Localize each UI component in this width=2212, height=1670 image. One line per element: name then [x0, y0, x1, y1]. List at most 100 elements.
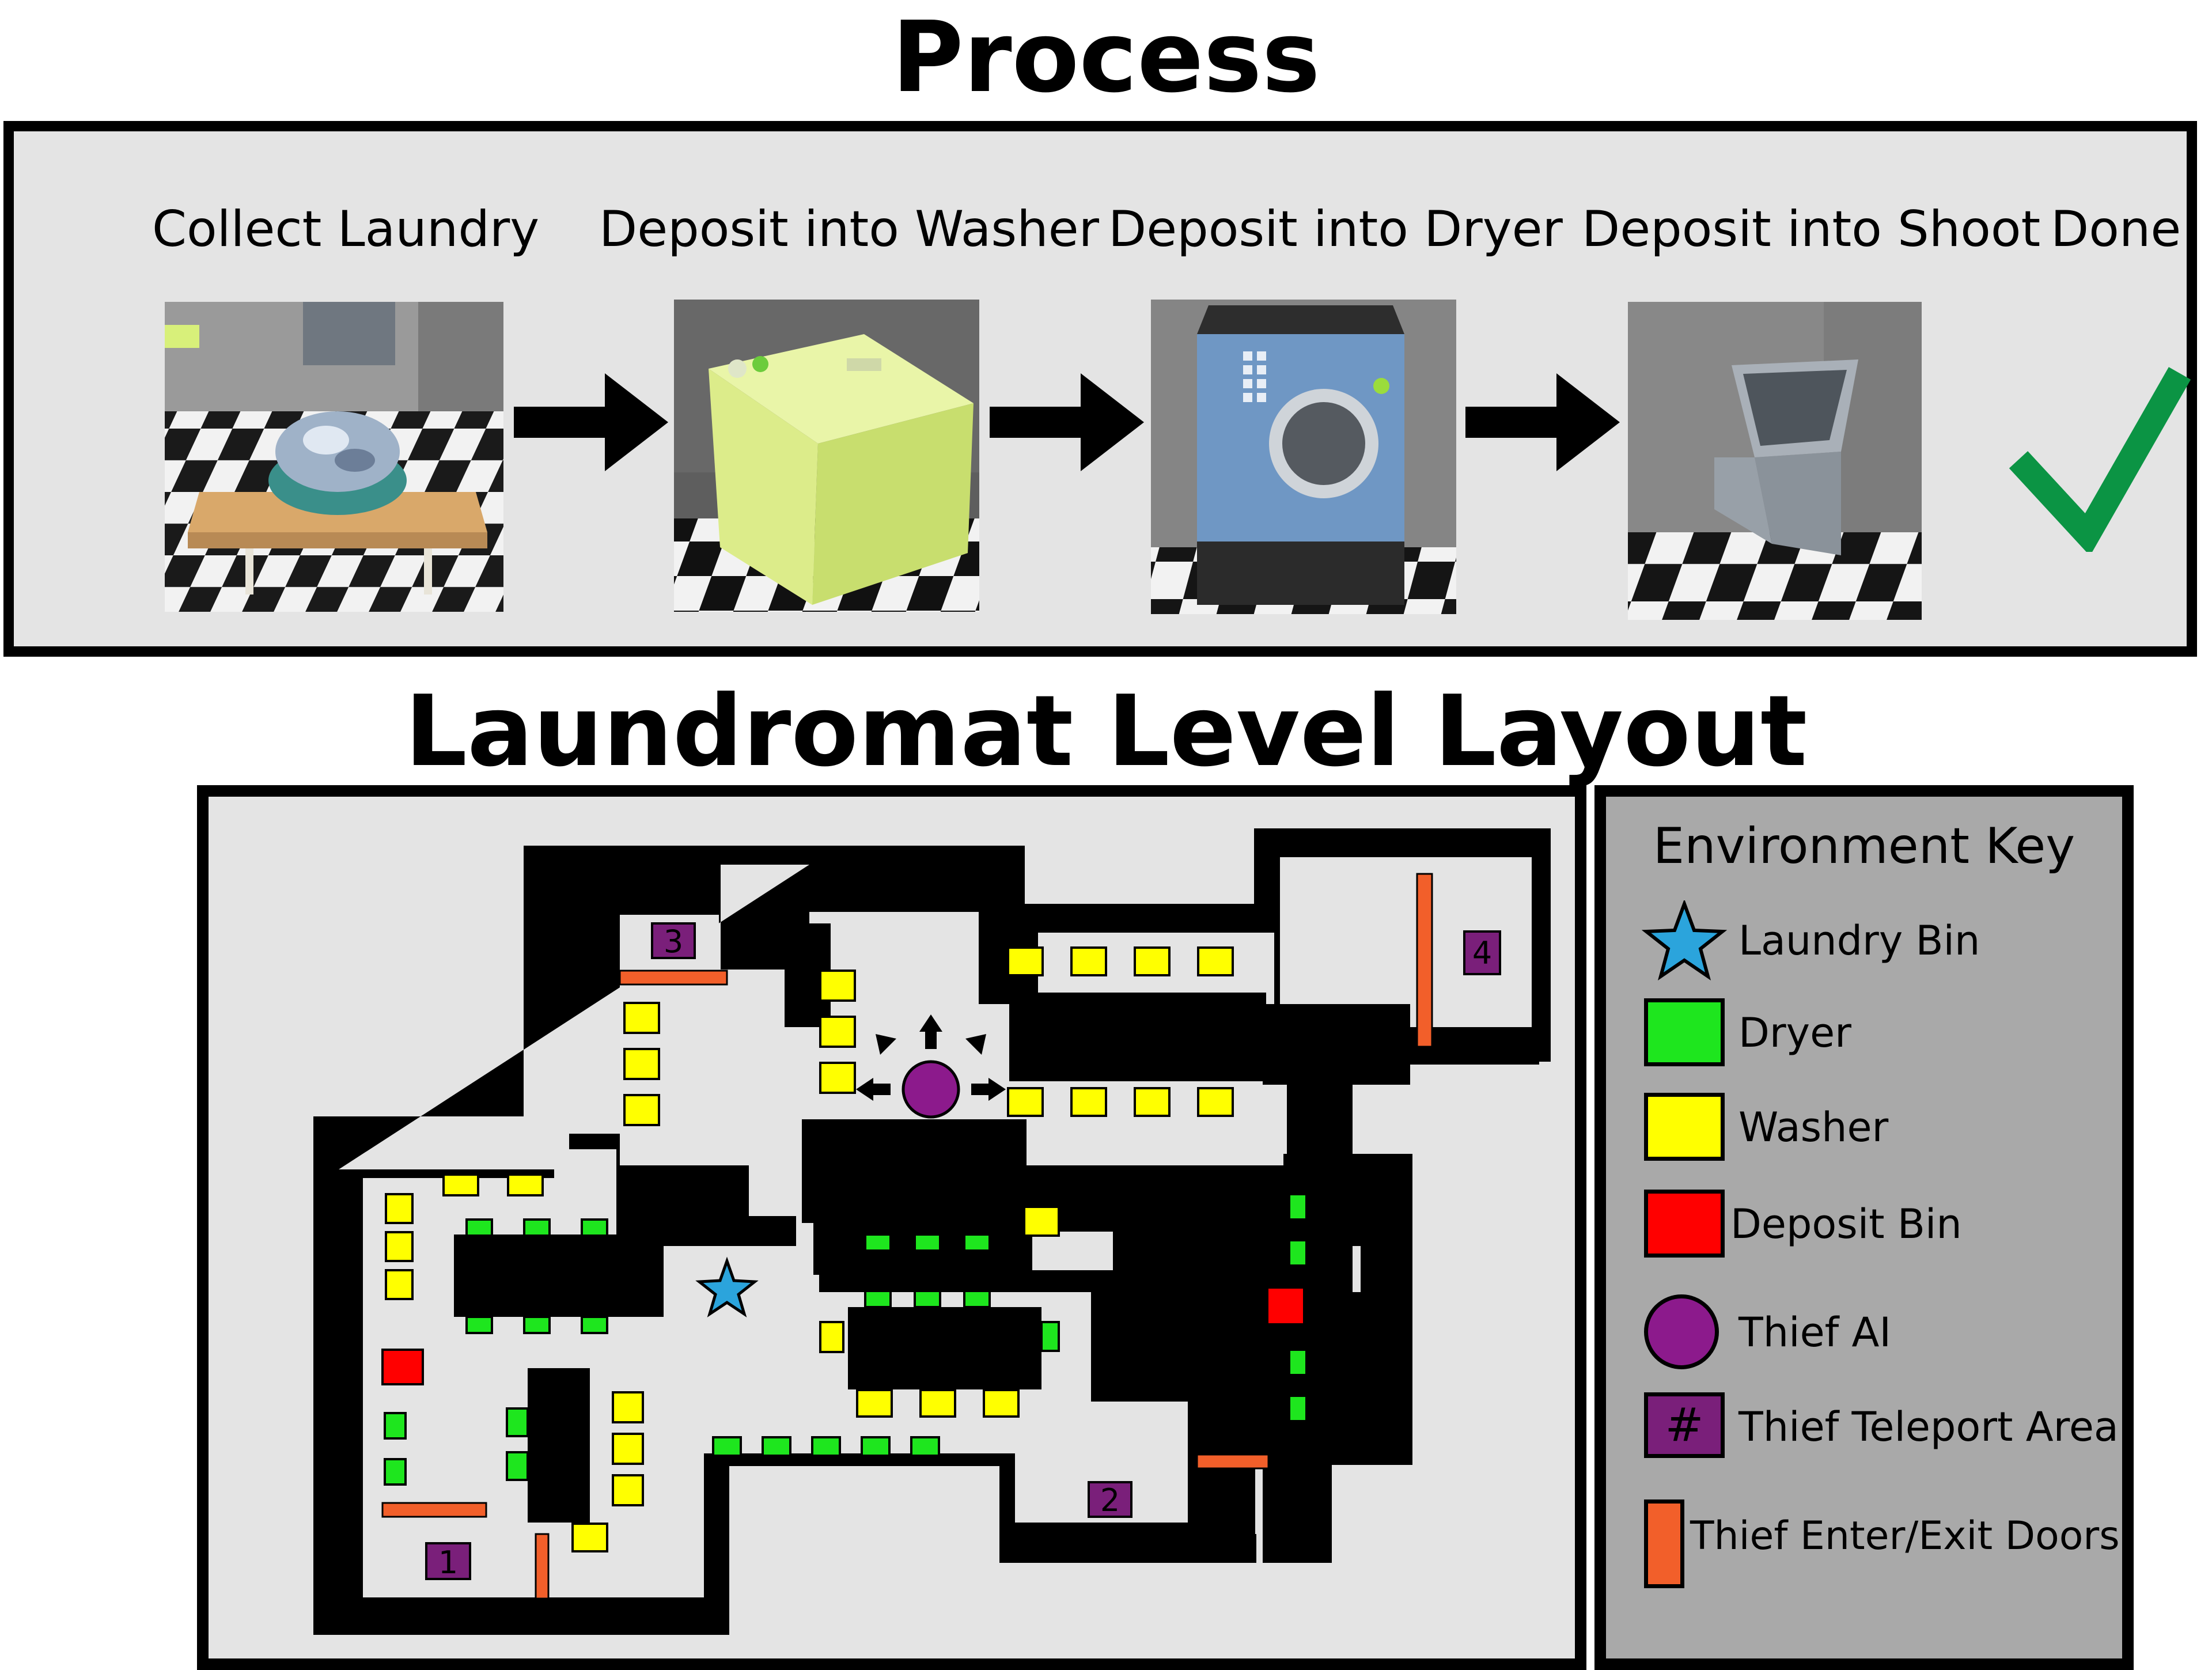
washer: [1023, 1206, 1060, 1237]
washer: [623, 1094, 660, 1126]
thief-door: [1196, 1453, 1270, 1470]
washer: [612, 1433, 644, 1465]
key-item-laundry-bin: Laundry Bin: [1606, 900, 2122, 981]
key-item-thief-ai: Thief AI: [1606, 1292, 2122, 1373]
right-arrow-icon: [1465, 373, 1620, 471]
washer: [623, 1002, 660, 1034]
dryer: [1288, 1349, 1308, 1376]
laundry-chute-image: [1628, 302, 1922, 620]
dryer: [465, 1218, 493, 1237]
key-label-teleport: Thief Teleport Area: [1738, 1403, 2119, 1451]
dryer: [1288, 1193, 1308, 1221]
key-item-washer: Washer: [1606, 1087, 2122, 1168]
washer: [385, 1231, 414, 1262]
step-label-dryer: Deposit into Dryer: [1108, 200, 1563, 258]
environment-key: Environment Key Laundry Bin Dryer Washer…: [1594, 785, 2134, 1670]
level-map: 3 4 2 1: [197, 785, 1586, 1670]
teleport-area-1: [425, 1542, 471, 1580]
dryer: [910, 1436, 940, 1457]
dryer: [861, 1436, 891, 1457]
checkmark-icon: [2009, 367, 2191, 552]
washer: [571, 1523, 608, 1552]
washer: [819, 970, 856, 1002]
key-item-deposit-bin: Deposit Bin: [1606, 1184, 2122, 1264]
dryer: [1288, 1239, 1308, 1267]
washer: [442, 1173, 479, 1196]
table: [454, 1234, 664, 1317]
dryer: [914, 1233, 941, 1252]
yellow-square-icon: [1644, 1093, 1725, 1161]
dryer: [1288, 1395, 1308, 1422]
teleport-label-1: 1: [438, 1544, 458, 1581]
layout-title: Laundromat Level Layout: [404, 675, 1808, 789]
washer: [1007, 1087, 1044, 1117]
washer: [1134, 946, 1171, 976]
table: [528, 1368, 590, 1523]
table: [1009, 993, 1266, 1081]
right-arrow-icon: [990, 373, 1144, 471]
deposit-bin: [1266, 1286, 1305, 1326]
key-item-doors: Thief Enter/Exit Doors: [1606, 1488, 2122, 1588]
washer: [819, 1016, 856, 1048]
right-arrow-icon: [514, 373, 668, 471]
washer: [983, 1389, 1020, 1418]
laundry-basket-image: [165, 302, 503, 612]
step-label-done: Done: [2051, 200, 2181, 258]
dryer: [963, 1233, 991, 1252]
thief-ai: [856, 1014, 1006, 1164]
dryer: [523, 1218, 551, 1237]
star-icon: [1641, 900, 1728, 981]
key-item-teleport: # Thief Teleport Area: [1606, 1387, 2122, 1467]
step-label-shoot: Deposit into Shoot: [1582, 200, 2041, 258]
washer: [1134, 1087, 1171, 1117]
table: [848, 1307, 1041, 1389]
dryer: [581, 1316, 608, 1334]
key-label-deposit-bin: Deposit Bin: [1730, 1201, 1962, 1248]
teleport-area-3: [651, 922, 696, 959]
dryer: [581, 1218, 608, 1237]
washer: [856, 1389, 893, 1418]
dryer: [762, 1436, 791, 1457]
dryer: [384, 1412, 407, 1440]
teleport-label-4: 4: [1472, 935, 1492, 971]
deposit-bin: [381, 1349, 424, 1385]
dryer: [384, 1458, 407, 1486]
step-label-collect: Collect Laundry: [152, 200, 540, 258]
key-label-laundry-bin: Laundry Bin: [1738, 917, 1980, 964]
washer: [612, 1474, 644, 1506]
teleport-label-2: 2: [1100, 1482, 1120, 1518]
washer: [919, 1389, 956, 1418]
washer: [1070, 946, 1107, 976]
dryer: [1040, 1321, 1060, 1352]
washer: [819, 1062, 856, 1094]
laundry-bin-star: [695, 1256, 759, 1317]
teleport-area-2: [1088, 1481, 1132, 1518]
washer: [623, 1048, 660, 1080]
dryer: [864, 1290, 892, 1308]
key-item-dryer: Dryer: [1606, 993, 2122, 1073]
step-label-washer: Deposit into Washer: [599, 200, 1099, 258]
key-label-dryer: Dryer: [1738, 1009, 1851, 1056]
thief-door: [381, 1502, 487, 1518]
washer: [612, 1391, 644, 1423]
teleport-label-3: 3: [664, 923, 683, 960]
purple-circle-icon: [1644, 1294, 1719, 1369]
dryer-image: [1151, 300, 1456, 614]
green-square-icon: [1644, 998, 1725, 1066]
dryer: [811, 1436, 841, 1457]
dryer: [712, 1436, 742, 1457]
thief-door: [619, 970, 728, 986]
dryer: [963, 1290, 991, 1308]
thief-door: [1416, 873, 1433, 1048]
key-title: Environment Key: [1653, 817, 2075, 875]
washer-image: [674, 300, 979, 612]
thief-door: [535, 1533, 550, 1600]
teleport-square-icon: #: [1644, 1392, 1725, 1458]
washer: [1007, 946, 1044, 976]
dryer: [465, 1316, 493, 1334]
washer: [1197, 946, 1234, 976]
washer: [1197, 1087, 1234, 1117]
teleport-area-4: [1463, 930, 1501, 975]
process-panel: Collect Laundry Deposit into Washer Depo…: [3, 121, 2197, 657]
washer: [507, 1173, 544, 1196]
